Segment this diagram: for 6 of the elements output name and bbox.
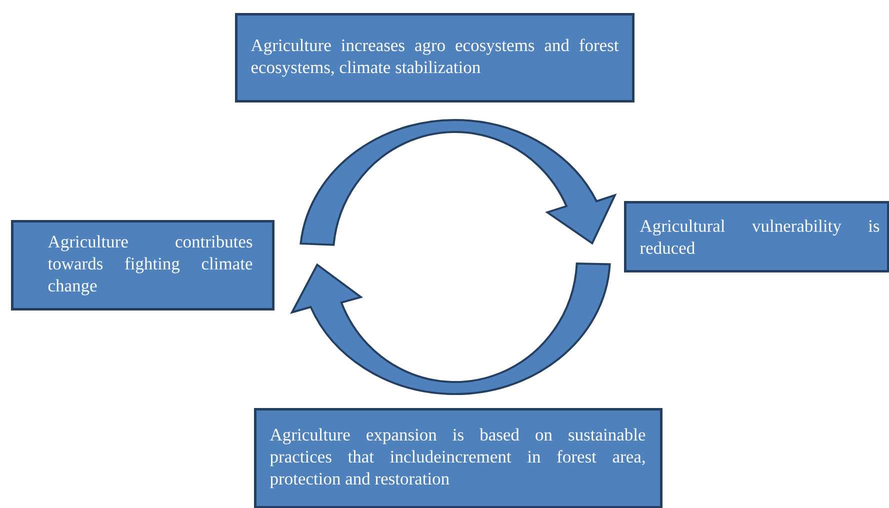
curved-arrow [300,119,616,246]
text-box: Agriculture increases agro ecosystems and forest ecosystems, climate stabilization [235,13,634,102]
text-box: Agriculture expansion is based on sustainable practices that includeincrement in forest area, protection and restoration [254,408,662,508]
curved-arrow [291,262,611,395]
text-box: Agricultural vulnerability is reduced [624,201,889,272]
text-box: Agriculture contributes towards fighting climate change [11,220,274,310]
